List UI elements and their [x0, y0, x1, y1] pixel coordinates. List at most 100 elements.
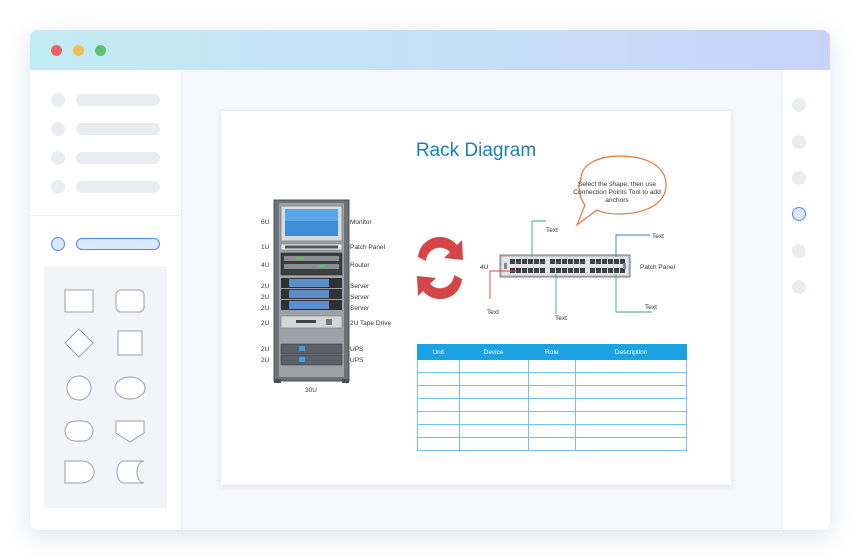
device-table[interactable]: Unit Device Role Description — [417, 344, 687, 451]
right-tool-1[interactable] — [792, 98, 806, 112]
delay-shape-icon[interactable] — [64, 460, 95, 484]
table-row[interactable] — [417, 424, 687, 438]
server-rack[interactable] — [273, 199, 350, 383]
table-cell[interactable] — [417, 385, 460, 399]
sidebar-item-3-icon[interactable] — [51, 151, 65, 165]
table-cell[interactable] — [527, 359, 577, 373]
table-row[interactable] — [417, 359, 687, 373]
terminator-shape-icon[interactable] — [64, 420, 94, 442]
table-cell[interactable] — [458, 359, 529, 373]
table-row[interactable] — [417, 372, 687, 386]
offpage-connector-shape-icon[interactable] — [115, 420, 145, 443]
table-cell[interactable] — [527, 411, 577, 425]
sidebar-item-2-icon[interactable] — [51, 122, 65, 136]
table-cell[interactable] — [527, 372, 577, 386]
table-cell[interactable] — [575, 359, 687, 373]
table-cell[interactable] — [458, 398, 529, 412]
right-tool-3[interactable] — [792, 171, 806, 185]
rack-device-label-6: Server — [350, 305, 370, 312]
table-cell[interactable] — [527, 424, 577, 438]
connector-text-right-bottom[interactable]: Text — [645, 304, 657, 311]
table-cell[interactable] — [575, 424, 687, 438]
table-cell[interactable] — [458, 424, 529, 438]
table-cell[interactable] — [575, 385, 687, 399]
ups-device-2[interactable] — [280, 354, 343, 366]
shape-library-panel — [44, 266, 167, 508]
table-cell[interactable] — [417, 372, 460, 386]
table-cell[interactable] — [575, 411, 687, 425]
table-cell[interactable] — [458, 411, 529, 425]
rack-unit-label-9: 2U — [261, 357, 270, 364]
rack-device-label-7: 2U Tape Drive — [350, 320, 391, 327]
rounded-rectangle-shape-icon[interactable] — [115, 289, 145, 313]
rack-size-label: 30U — [305, 387, 317, 394]
right-tool-active[interactable] — [792, 207, 806, 221]
connector-text-left[interactable]: Text — [487, 309, 499, 316]
connector-green-right[interactable] — [615, 274, 652, 313]
monitor-device[interactable] — [280, 205, 343, 242]
rack-unit-label-8: 2U — [261, 346, 270, 353]
right-tool-6[interactable] — [792, 280, 806, 294]
sidebar-item-4-icon[interactable] — [51, 180, 65, 194]
server-device-2[interactable] — [281, 289, 342, 299]
minimize-window-button[interactable] — [73, 45, 84, 56]
close-window-button[interactable] — [51, 45, 62, 56]
table-row[interactable] — [417, 411, 687, 425]
ups-device-1[interactable] — [280, 343, 343, 355]
title-bar — [30, 30, 830, 70]
table-cell[interactable] — [417, 398, 460, 412]
right-tool-5[interactable] — [792, 244, 806, 258]
connector-green-top[interactable] — [531, 220, 546, 257]
patch-panel-device[interactable] — [280, 243, 343, 251]
connector-text-right-top[interactable]: Text — [652, 233, 664, 240]
table-cell[interactable] — [527, 385, 577, 399]
diagram-canvas[interactable]: Rack Diagram — [221, 111, 731, 485]
switch-patch-panel[interactable] — [499, 254, 631, 278]
table-cell[interactable] — [417, 424, 460, 438]
right-tool-2[interactable] — [792, 135, 806, 149]
tape-drive-device[interactable] — [280, 315, 343, 329]
table-cell[interactable] — [575, 437, 687, 451]
sidebar-item-1[interactable] — [76, 94, 160, 106]
table-cell[interactable] — [458, 385, 529, 399]
sidebar-item-3[interactable] — [76, 152, 160, 164]
rectangle-shape-icon[interactable] — [64, 289, 94, 313]
circle-shape-icon[interactable] — [66, 375, 92, 401]
rack-unit-label-4: 2U — [261, 283, 270, 290]
router-device[interactable] — [280, 252, 343, 276]
callout-bubble[interactable] — [575, 155, 667, 227]
table-row[interactable] — [417, 385, 687, 399]
table-cell[interactable] — [527, 437, 577, 451]
server-device-3[interactable] — [281, 300, 342, 310]
table-cell[interactable] — [417, 437, 460, 451]
connector-text-top[interactable]: Text — [546, 227, 558, 234]
table-header-row: Unit Device Role Description — [417, 344, 687, 360]
ellipse-shape-icon[interactable] — [114, 376, 146, 400]
rack-device-label-8: UPS — [350, 346, 364, 353]
sidebar-active-item[interactable] — [76, 238, 160, 250]
maximize-window-button[interactable] — [95, 45, 106, 56]
server-device-1[interactable] — [281, 278, 342, 288]
table-cell[interactable] — [458, 372, 529, 386]
diamond-shape-icon[interactable] — [64, 328, 94, 358]
rack-unit-label-1: 6U — [261, 219, 270, 226]
sidebar-item-4[interactable] — [76, 181, 160, 193]
table-cell[interactable] — [527, 398, 577, 412]
table-cell[interactable] — [575, 372, 687, 386]
square-shape-icon[interactable] — [117, 330, 143, 356]
table-cell[interactable] — [417, 359, 460, 373]
table-cell[interactable] — [417, 411, 460, 425]
table-row[interactable] — [417, 437, 687, 451]
connector-blue-right[interactable] — [615, 234, 650, 257]
table-row[interactable] — [417, 398, 687, 412]
connector-text-bottom[interactable]: Text — [555, 315, 567, 322]
connector-red-left[interactable] — [489, 270, 516, 299]
sidebar-active-item-icon[interactable] — [51, 237, 65, 251]
sidebar-item-2[interactable] — [76, 123, 160, 135]
sidebar-item-1-icon[interactable] — [51, 93, 65, 107]
table-cell[interactable] — [575, 398, 687, 412]
rack-device-label-5: Server — [350, 294, 370, 301]
patch-panel-unit-label: 4U — [480, 264, 489, 271]
table-cell[interactable] — [458, 437, 529, 451]
stored-data-shape-icon[interactable] — [116, 460, 145, 484]
